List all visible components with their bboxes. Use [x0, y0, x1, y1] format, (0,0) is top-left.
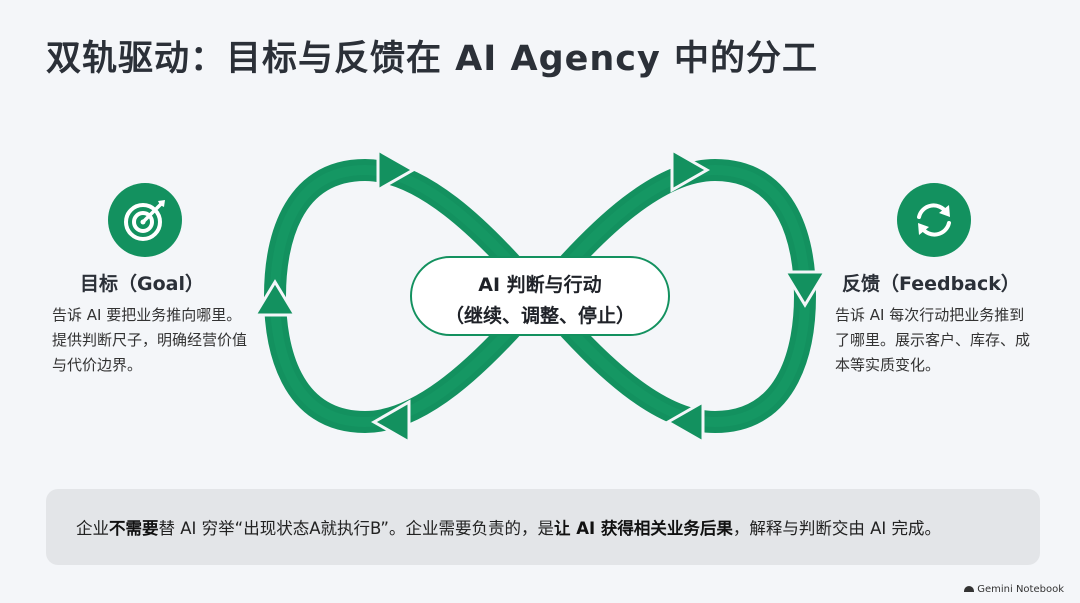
summary-bold-2: 让 AI 获得相关业务后果 — [553, 519, 733, 538]
summary-note-text: 企业不需要替 AI 穷举“出现状态A就执行B”。企业需要负责的，是让 AI 获得… — [76, 515, 941, 539]
feedback-description: 告诉 AI 每次行动把业务推到了哪里。展示客户、库存、成本等实质变化。 — [835, 306, 1031, 374]
goal-description: 告诉 AI 要把业务推向哪里。提供判断尺子，明确经营价值与代价边界。 — [52, 306, 248, 374]
notebook-logo-icon — [964, 586, 975, 592]
summary-part-1: 企业 — [76, 519, 109, 538]
goal-title: 目标（Goal） — [80, 273, 204, 295]
arrowhead-top-right — [670, 147, 711, 193]
refresh-icon — [917, 203, 951, 237]
goal-icon-circle — [108, 183, 182, 257]
arrowhead-bottom-right — [664, 399, 705, 445]
arrowhead-top-left — [376, 147, 417, 193]
summary-bold-1: 不需要 — [109, 519, 159, 538]
watermark: Gemini Notebook — [964, 584, 1064, 595]
arrowhead-right — [782, 270, 828, 308]
arrowhead-left — [252, 279, 298, 317]
arrowhead-bottom-left — [370, 399, 411, 445]
page-title: 双轨驱动：目标与反馈在 AI Agency 中的分工 — [46, 39, 819, 79]
summary-note-box: 企业不需要替 AI 穷举“出现状态A就执行B”。企业需要负责的，是让 AI 获得… — [46, 489, 1040, 565]
watermark-text: Gemini Notebook — [977, 584, 1064, 595]
summary-part-2: 替 AI 穷举“出现状态A就执行B”。企业需要负责的，是 — [158, 519, 554, 538]
feedback-icon-circle — [897, 183, 971, 257]
feedback-title: 反馈（Feedback） — [842, 273, 1020, 295]
summary-part-3: ，解释与判断交由 AI 完成。 — [732, 519, 942, 538]
center-pill-line2: （继续、调整、停止） — [444, 305, 635, 327]
target-icon — [124, 200, 165, 241]
center-pill-line1: AI 判断与行动 — [478, 274, 602, 296]
center-action-pill: AI 判断与行动 （继续、调整、停止） — [410, 256, 670, 336]
